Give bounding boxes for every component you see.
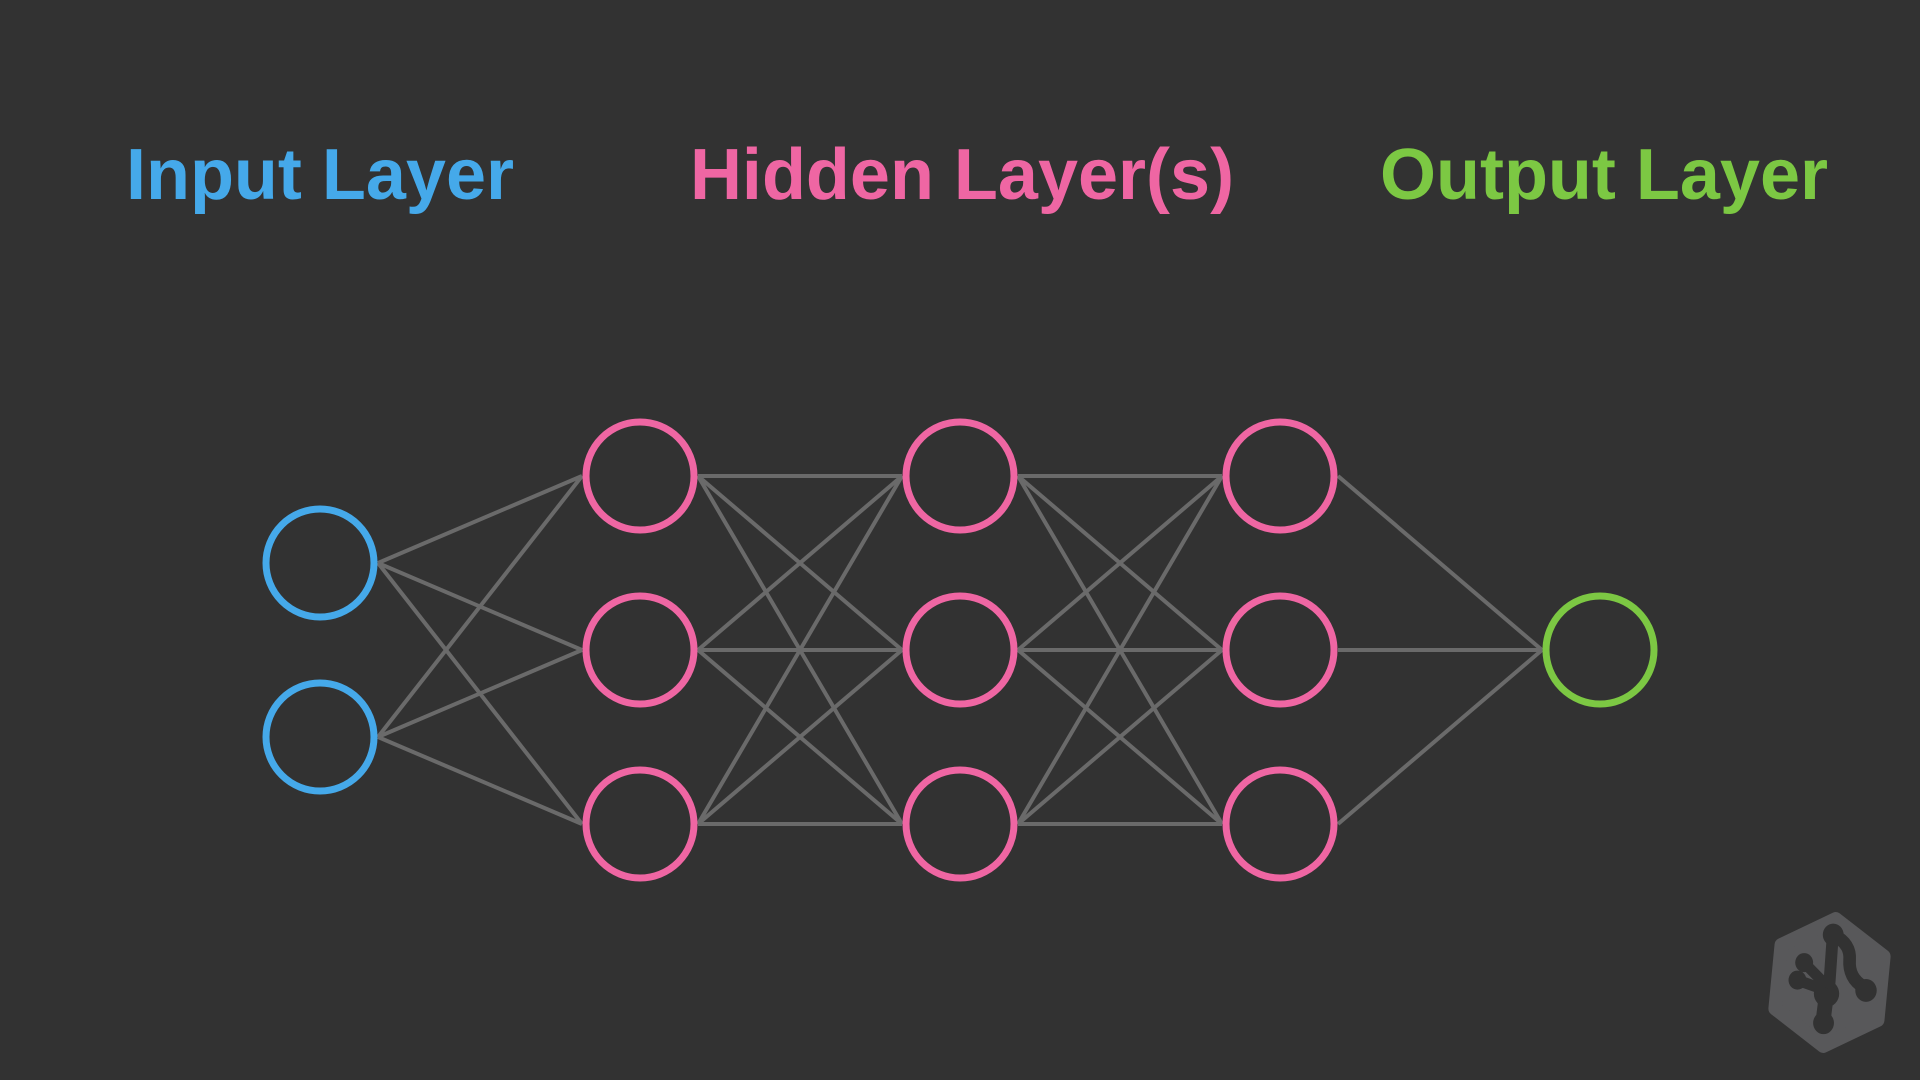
node-output-1	[1542, 592, 1658, 708]
edge-hidden-3-to-output	[1336, 474, 1544, 652]
edge-input-to-hidden-1	[377, 735, 583, 826]
node-hidden-2-2	[902, 592, 1018, 708]
frog-foot-logo	[1768, 912, 1891, 1053]
edge-input-to-hidden-1	[377, 474, 583, 565]
node-hidden-1-3	[582, 766, 698, 882]
edge-hidden-1-to-hidden-2	[696, 474, 904, 826]
node-hidden-3-3	[1222, 766, 1338, 882]
input-layer-label: Input Layer	[125, 135, 515, 215]
node-hidden-3-2	[1222, 592, 1338, 708]
node-input-2	[262, 679, 378, 795]
node-hidden-3-1	[1222, 418, 1338, 534]
frog-foot-cutout	[1788, 923, 1877, 1035]
node-hidden-2-3	[902, 766, 1018, 882]
edge-input-to-hidden-1	[376, 474, 584, 739]
edge-input-to-hidden-1	[377, 648, 583, 739]
edge-hidden-3-to-output	[1336, 648, 1544, 826]
node-hidden-2-1	[902, 418, 1018, 534]
output-layer-label: Output Layer	[1379, 135, 1829, 215]
edge-hidden-2-to-hidden-3	[1016, 474, 1224, 652]
node-hidden-1-1	[582, 418, 698, 534]
edge-hidden-2-to-hidden-3	[1016, 648, 1224, 826]
hidden-layer-label: Hidden Layer(s)	[689, 135, 1235, 215]
edge-hidden-1-to-hidden-2	[696, 648, 904, 826]
edge-hidden-1-to-hidden-2	[696, 474, 904, 652]
node-hidden-1-2	[582, 592, 698, 708]
edge-hidden-2-to-hidden-3	[1016, 474, 1224, 826]
node-input-1	[262, 505, 378, 621]
